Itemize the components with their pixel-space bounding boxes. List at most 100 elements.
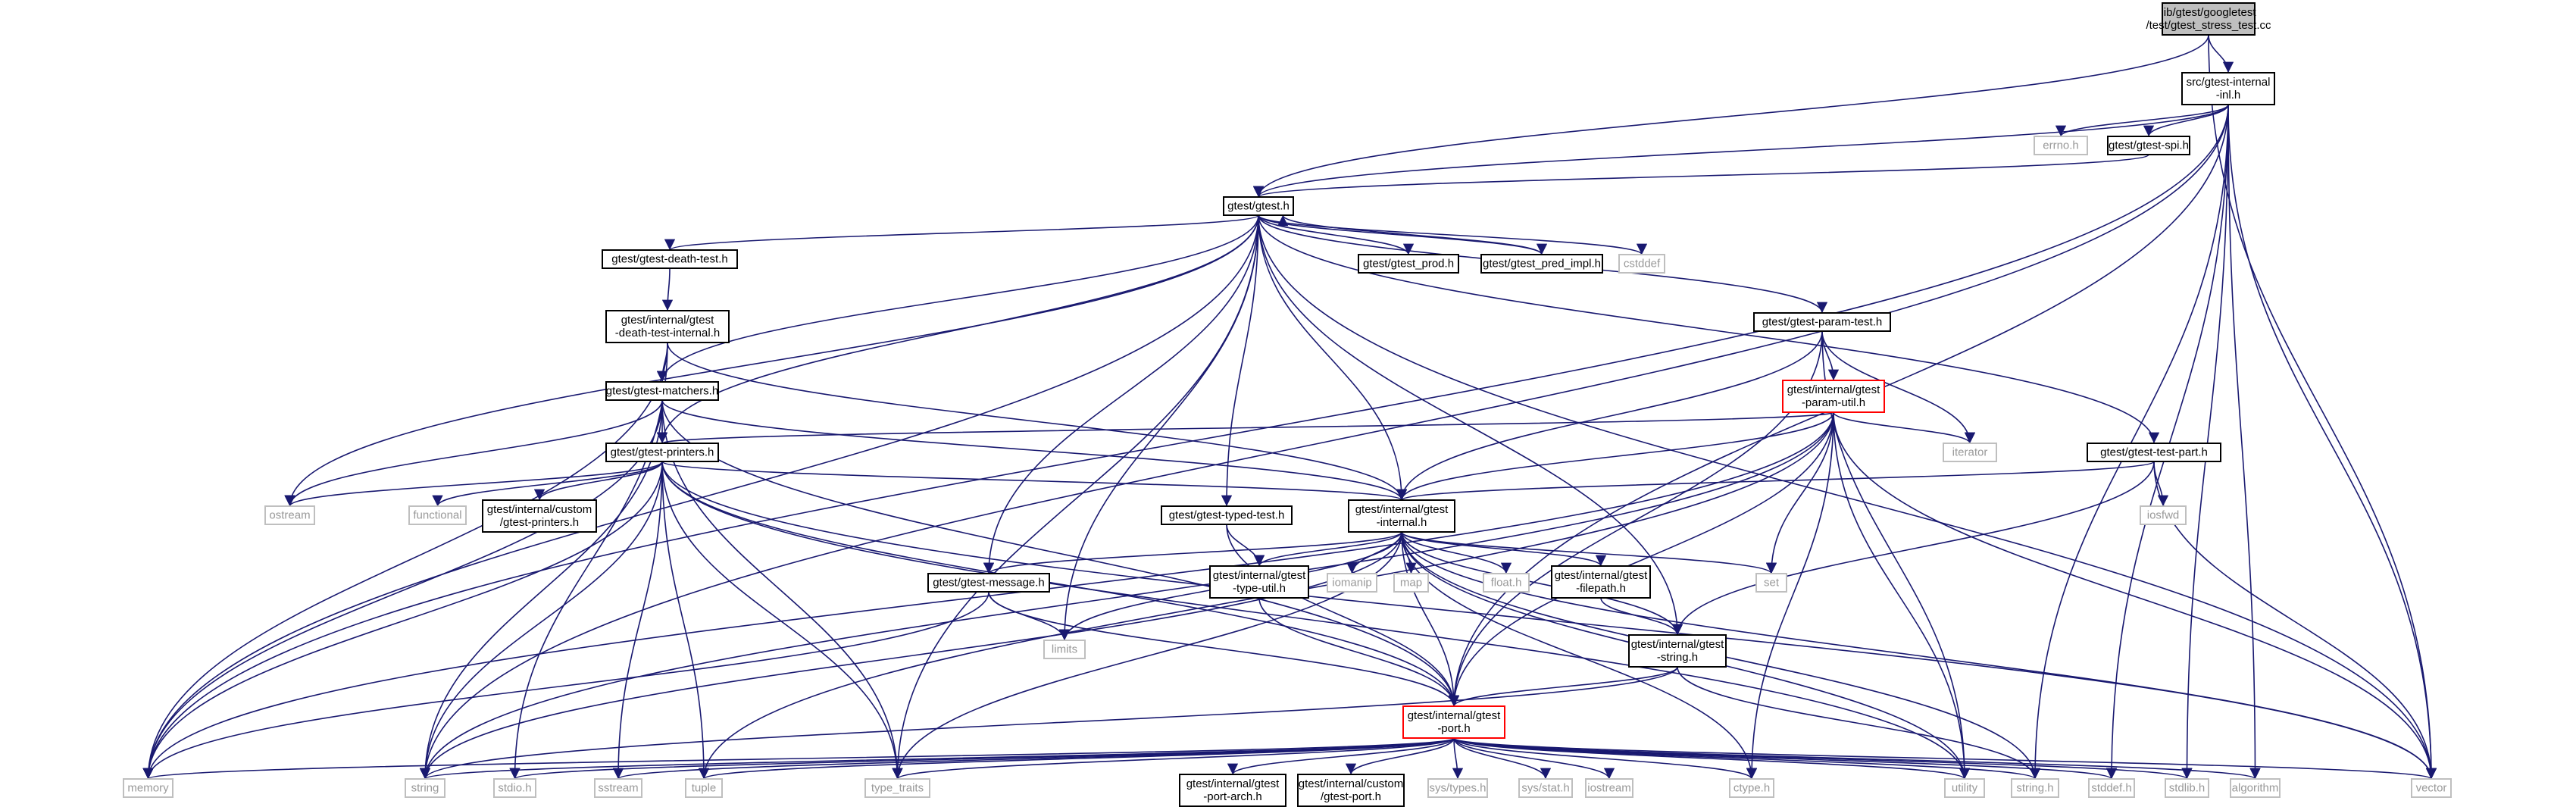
node-box bbox=[1944, 778, 1985, 798]
edge-printers-to-internal_h bbox=[661, 461, 1407, 501]
node-custom-port[interactable]: gtest/internal/custom/gtest-port.h bbox=[1297, 774, 1405, 807]
node-printers[interactable]: gtest/gtest-printers.h bbox=[605, 443, 719, 462]
node-test-part[interactable]: gtest/gtest-test-part.h bbox=[2087, 443, 2221, 462]
node-param-util[interactable]: gtest/internal/gtest-param-util.h bbox=[1782, 380, 1885, 413]
node-label: -death-test-internal.h bbox=[615, 327, 720, 339]
node-death-internal[interactable]: gtest/internal/gtest-death-test-internal… bbox=[605, 310, 730, 343]
node-float-h: float.h bbox=[1483, 573, 1530, 593]
node-label: iomanip bbox=[1332, 577, 1372, 590]
edge-param_util-to-memory bbox=[142, 411, 1834, 780]
node-box bbox=[2181, 72, 2275, 105]
node-internal-inl[interactable]: src/gtest-internal-inl.h bbox=[2181, 72, 2275, 105]
node-type-traits: type_traits bbox=[864, 778, 930, 798]
node-box bbox=[1402, 705, 1505, 739]
edge-param_util-to-set bbox=[1765, 411, 1834, 574]
node-box bbox=[2034, 136, 2088, 155]
node-custom-printers[interactable]: gtest/internal/custom/gtest-printers.h bbox=[482, 499, 597, 533]
node-death-test[interactable]: gtest/gtest-death-test.h bbox=[602, 249, 738, 269]
node-label: string bbox=[411, 782, 439, 795]
node-label: utility bbox=[1952, 782, 1978, 795]
node-label: gtest/gtest-message.h bbox=[933, 577, 1045, 590]
node-label: gtest/gtest_pred_impl.h bbox=[1483, 258, 1601, 271]
node-label: lib/gtest/googletest bbox=[2161, 6, 2256, 19]
node-typed-test[interactable]: gtest/gtest-typed-test.h bbox=[1161, 505, 1293, 525]
node-port[interactable]: gtest/internal/gtest-port.h bbox=[1402, 705, 1505, 739]
node-gtest-spi[interactable]: gtest/gtest-spi.h bbox=[2107, 136, 2190, 155]
node-label: gtest/internal/custom bbox=[1299, 777, 1403, 790]
edge-filepath-to-gstring bbox=[1600, 597, 1683, 636]
node-box bbox=[1209, 565, 1309, 599]
node-label: -filepath.h bbox=[1576, 582, 1626, 595]
node-box bbox=[1179, 774, 1286, 807]
edge-internal_inl-to-errno bbox=[2055, 104, 2229, 137]
edge-gtest_h-to-cstddef bbox=[1258, 214, 1647, 255]
node-box bbox=[605, 443, 719, 462]
node-label: limits bbox=[1052, 643, 1077, 656]
node-label: gtest/gtest-printers.h bbox=[611, 446, 714, 459]
node-gtest-prod[interactable]: gtest/gtest_prod.h bbox=[1358, 254, 1459, 274]
node-matchers[interactable]: gtest/gtest-matchers.h bbox=[605, 381, 719, 401]
node-label: gtest/gtest.h bbox=[1227, 200, 1290, 213]
edge-message-to-memory bbox=[142, 591, 989, 780]
edge-matchers-to-type_traits bbox=[661, 399, 903, 780]
node-label: set bbox=[1764, 577, 1780, 590]
node-box bbox=[602, 249, 738, 269]
node-cstddef: cstddef bbox=[1618, 254, 1665, 274]
node-box bbox=[2088, 778, 2135, 798]
edge-internal_h-to-message bbox=[983, 531, 1402, 574]
node-internal-h[interactable]: gtest/internal/gtest-internal.h bbox=[1348, 499, 1455, 533]
node-box bbox=[1729, 778, 1774, 798]
node-box bbox=[1755, 573, 1787, 593]
edge-printers-to-tuple bbox=[661, 461, 710, 780]
node-label: ostream bbox=[269, 509, 310, 522]
node-label: src/gtest-internal bbox=[2187, 76, 2271, 89]
node-label: gtest/internal/gtest bbox=[1787, 383, 1880, 396]
node-label: /gtest-port.h bbox=[1321, 790, 1381, 803]
node-stdio: stdio.h bbox=[493, 778, 536, 798]
node-filepath[interactable]: gtest/internal/gtest-filepath.h bbox=[1551, 565, 1651, 599]
node-box bbox=[1585, 778, 1633, 798]
node-box bbox=[1782, 380, 1885, 413]
node-message[interactable]: gtest/gtest-message.h bbox=[927, 573, 1050, 593]
node-set: set bbox=[1755, 573, 1787, 593]
node-limits: limits bbox=[1043, 640, 1086, 659]
node-root[interactable]: lib/gtest/googletest/test/gtest_stress_t… bbox=[2146, 2, 2271, 36]
edge-internal_h-to-float_h bbox=[1401, 531, 1512, 574]
node-box bbox=[1480, 254, 1603, 274]
node-label: -string.h bbox=[1657, 651, 1698, 664]
node-box bbox=[2087, 443, 2221, 462]
edge-matchers-to-string bbox=[419, 399, 663, 780]
node-box bbox=[2011, 778, 2059, 798]
node-box bbox=[1943, 443, 1997, 462]
edge-matchers-to-internal_h bbox=[661, 399, 1407, 501]
edge-port-to-sys_types bbox=[1452, 737, 1464, 780]
node-gtest-h[interactable]: gtest/gtest.h bbox=[1223, 196, 1294, 216]
node-port-arch[interactable]: gtest/internal/gtest-port-arch.h bbox=[1179, 774, 1286, 807]
node-memory: memory bbox=[123, 778, 174, 798]
node-pred-impl[interactable]: gtest/gtest_pred_impl.h bbox=[1480, 254, 1603, 274]
node-gstring[interactable]: gtest/internal/gtest-string.h bbox=[1628, 634, 1727, 668]
edge-death_internal-to-stdio bbox=[509, 342, 668, 780]
node-label: gtest/internal/gtest bbox=[1213, 569, 1306, 582]
node-label: stddef.h bbox=[2091, 782, 2131, 795]
node-box bbox=[2162, 2, 2256, 36]
node-box bbox=[408, 505, 467, 525]
edge-type_util-to-port bbox=[1258, 597, 1460, 707]
edge-pred_impl-to-gtest_h bbox=[1277, 214, 1543, 255]
edge-printers-to-utility bbox=[661, 461, 1971, 780]
node-string-h: string.h bbox=[2011, 778, 2059, 798]
edge-gtest_h-to-gtest_prod bbox=[1258, 214, 1415, 255]
node-box bbox=[264, 505, 315, 525]
node-param-test[interactable]: gtest/gtest-param-test.h bbox=[1753, 312, 1891, 332]
edge-printers-to-string bbox=[419, 461, 663, 780]
node-box bbox=[2165, 778, 2209, 798]
edge-internal_inl-to-vector bbox=[2227, 104, 2437, 780]
node-type-util[interactable]: gtest/internal/gtest-type-util.h bbox=[1209, 565, 1309, 599]
node-label: tuple bbox=[692, 782, 717, 795]
edge-param_util-to-ctype bbox=[1746, 411, 1834, 780]
node-box bbox=[1348, 499, 1455, 533]
node-label: gtest/gtest-matchers.h bbox=[606, 385, 718, 398]
node-label: iostream bbox=[1587, 782, 1631, 795]
edge-port-to-algorithm bbox=[1453, 737, 2261, 780]
edge-param_util-to-printers bbox=[658, 411, 1834, 444]
